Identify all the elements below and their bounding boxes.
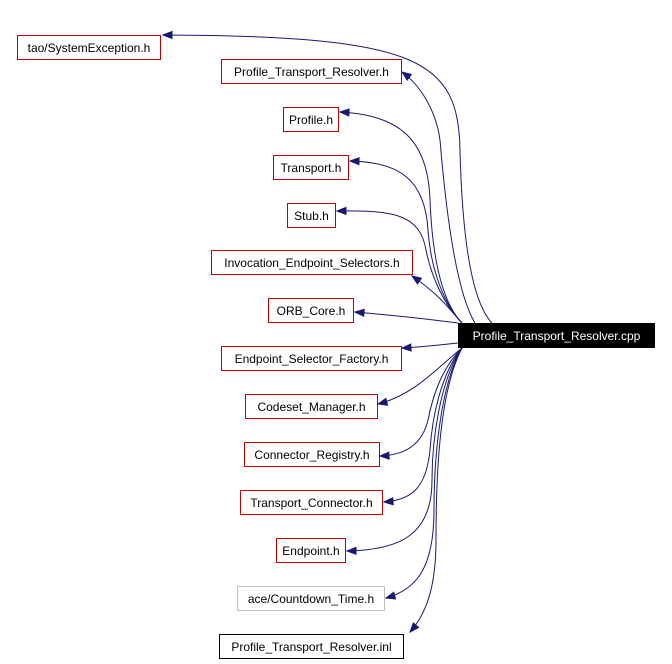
node-orb-core-h[interactable]: ORB_Core.h bbox=[268, 298, 354, 323]
arrowhead-n3 bbox=[348, 156, 360, 166]
edge-to-n10 bbox=[383, 347, 463, 503]
arrowhead-n7 bbox=[400, 343, 412, 352]
arrowhead-n2 bbox=[338, 108, 350, 117]
node-stub-h[interactable]: Stub.h bbox=[287, 203, 336, 228]
arrowhead-n9 bbox=[378, 451, 390, 460]
arrowhead-n6 bbox=[353, 308, 365, 318]
node-root-file[interactable]: Profile_Transport_Resolver.cpp bbox=[458, 323, 655, 348]
node-system-exception[interactable]: tao/SystemException.h bbox=[17, 35, 161, 60]
node-endpoint-selector-factory-h[interactable]: Endpoint_Selector_Factory.h bbox=[221, 346, 402, 371]
arrowhead-n1 bbox=[400, 71, 413, 81]
edge-to-n0 bbox=[162, 34, 493, 324]
edge-to-n9 bbox=[379, 347, 463, 457]
node-invocation-endpoint-selectors-h[interactable]: Invocation_Endpoint_Selectors.h bbox=[211, 250, 413, 275]
node-endpoint-h[interactable]: Endpoint.h bbox=[276, 538, 346, 563]
edge-to-n2 bbox=[339, 111, 463, 324]
arrowhead-n8 bbox=[376, 397, 389, 406]
node-profile-h[interactable]: Profile.h bbox=[283, 107, 339, 132]
arrowhead-n4 bbox=[335, 206, 347, 216]
edge-to-n1 bbox=[401, 71, 476, 324]
node-codeset-manager-h[interactable]: Codeset_Manager.h bbox=[245, 394, 378, 419]
node-transport-h[interactable]: Transport.h bbox=[273, 155, 349, 180]
node-transport-connector-h[interactable]: Transport_Connector.h bbox=[240, 490, 383, 515]
node-connector-registry-h[interactable]: Connector_Registry.h bbox=[244, 442, 380, 467]
arrowhead-n11 bbox=[345, 546, 357, 556]
edge-to-n12 bbox=[385, 347, 463, 599]
edge-to-n6 bbox=[354, 311, 459, 324]
edge-to-n11 bbox=[346, 347, 463, 552]
node-profile-transport-resolver-h[interactable]: Profile_Transport_Resolver.h bbox=[221, 59, 402, 84]
edge-to-n5 bbox=[411, 275, 463, 324]
arrowhead-n12 bbox=[384, 591, 397, 600]
arrowhead-n0 bbox=[161, 30, 173, 40]
edge-to-n4 bbox=[336, 210, 463, 324]
node-countdown-time-h[interactable]: ace/Countdown_Time.h bbox=[237, 586, 385, 611]
arrowhead-n10 bbox=[382, 497, 394, 506]
edge-to-n3 bbox=[349, 160, 463, 324]
arrowhead-n5 bbox=[410, 275, 423, 285]
edge-to-n13 bbox=[409, 347, 463, 633]
edge-to-n8 bbox=[377, 347, 463, 405]
arrowhead-n13 bbox=[409, 622, 420, 634]
node-profile-transport-resolver-inl[interactable]: Profile_Transport_Resolver.inl bbox=[219, 634, 404, 659]
